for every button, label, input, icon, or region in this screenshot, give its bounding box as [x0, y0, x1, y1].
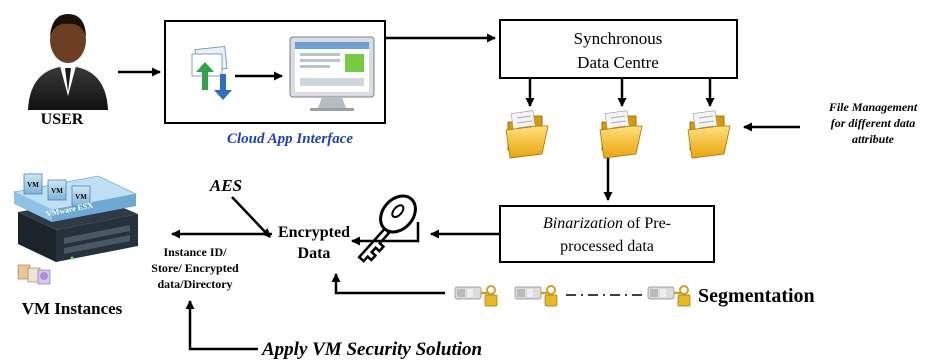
binarization-italic: Binarization	[543, 215, 623, 232]
vm-box-label: VM	[75, 193, 87, 201]
vm-security-label: Apply VM Security Solution	[261, 339, 482, 360]
cloud-app-interface-label: Cloud App Interface	[227, 131, 353, 147]
monitor-icon	[289, 36, 375, 111]
vmware-server-icon	[12, 173, 138, 285]
instance-info-line2: Store/ Encrypted	[151, 261, 239, 275]
lock-key-icon	[646, 284, 692, 308]
folder-icon	[505, 110, 549, 159]
vm-box-label: VM	[27, 181, 39, 189]
binarization-box	[499, 205, 715, 263]
aes-label: AES	[209, 176, 242, 195]
key-to-encrypted-arrow	[351, 222, 420, 246]
encrypted-data-line1: Encrypted	[278, 224, 350, 241]
user-label: USER	[41, 111, 84, 128]
binarization-line2: processed data	[560, 238, 654, 255]
file-management-line1: File Management	[828, 100, 918, 114]
vm-security-arrow	[185, 300, 258, 351]
vm-box-label: VM	[51, 187, 63, 195]
file-management-line2: for different data	[831, 116, 915, 130]
vm-instances-label: VM Instances	[22, 299, 123, 318]
user-icon	[28, 14, 108, 110]
data-centre-box	[499, 19, 738, 79]
encrypted-data-line2: Data	[298, 245, 331, 262]
file-transfer-icon	[191, 46, 232, 100]
instance-info-line1: Instance ID/	[163, 245, 227, 259]
instance-info-line3: data/Directory	[157, 277, 232, 291]
segmentation-to-encrypted-arrow	[331, 273, 445, 295]
lock-key-icon	[453, 284, 499, 308]
data-centre-line1: Synchronous	[574, 29, 663, 48]
aes-arrow	[231, 196, 271, 238]
binarization-rest: of Pre-	[623, 215, 671, 232]
binarization-line1: Binarization of Pre-	[543, 215, 671, 232]
file-management-line3: attribute	[852, 132, 895, 146]
key-icon	[357, 194, 417, 263]
segmentation-label: Segmentation	[698, 285, 815, 307]
folder-icon	[687, 110, 731, 159]
data-centre-line2: Data Centre	[577, 53, 659, 72]
folder-icon	[599, 110, 643, 159]
lock-key-icon	[513, 284, 559, 308]
